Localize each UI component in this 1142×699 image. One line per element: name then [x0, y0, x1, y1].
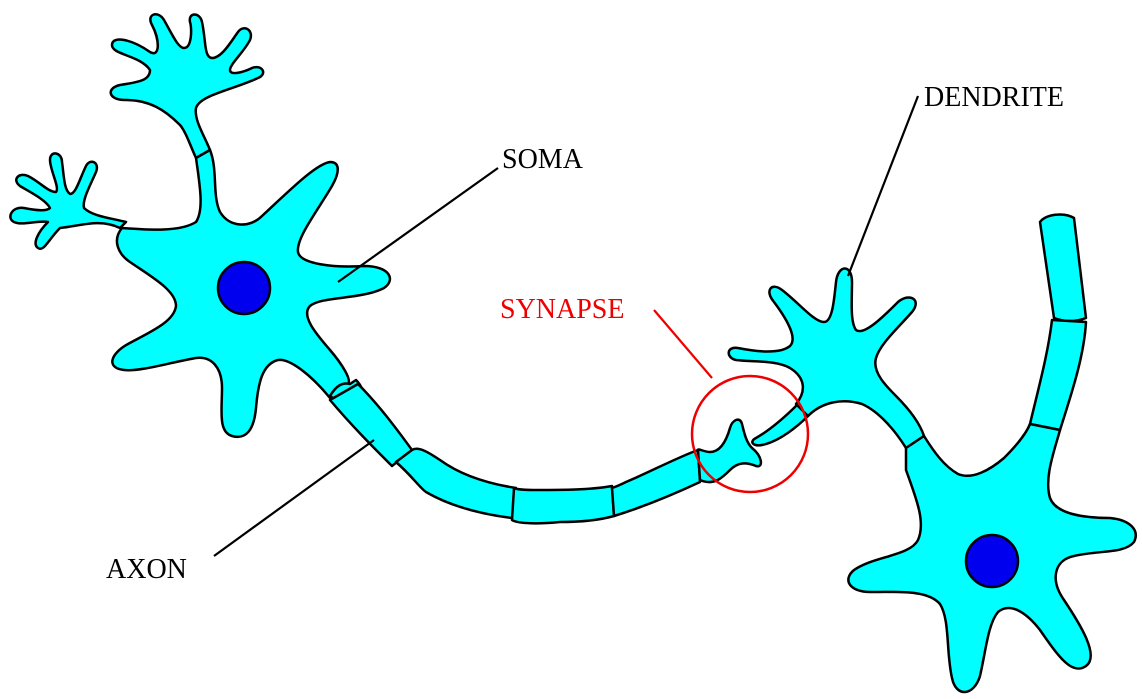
nucleus-right: [966, 535, 1018, 587]
label-synapse: SYNAPSE: [500, 294, 624, 325]
label-dendrite: DENDRITE: [924, 82, 1064, 113]
synapse-leader-line: [654, 310, 712, 378]
label-axon: AXON: [106, 554, 187, 585]
synapse-circle: [692, 376, 808, 492]
axon-segment-3: [396, 449, 516, 518]
neurons: [10, 14, 1135, 692]
dendrite-cluster-right: [729, 269, 924, 449]
axon-segment-5: [612, 450, 700, 516]
label-soma: SOMA: [502, 144, 584, 175]
axon-right-segment-2: [1030, 320, 1086, 430]
dendrite-tuft-left: [10, 153, 126, 248]
soma-leader-line: [338, 168, 498, 282]
postsynaptic-spur: [752, 404, 808, 445]
axon-right-segment-1: [1040, 215, 1086, 321]
dendrite-leader-line: [848, 96, 918, 276]
axon-segment-2: [330, 384, 412, 466]
dendrite-tuft-top: [111, 14, 263, 158]
axon-segment-4: [512, 486, 614, 523]
axon-leader-line: [214, 440, 374, 556]
nucleus-left: [218, 262, 270, 314]
